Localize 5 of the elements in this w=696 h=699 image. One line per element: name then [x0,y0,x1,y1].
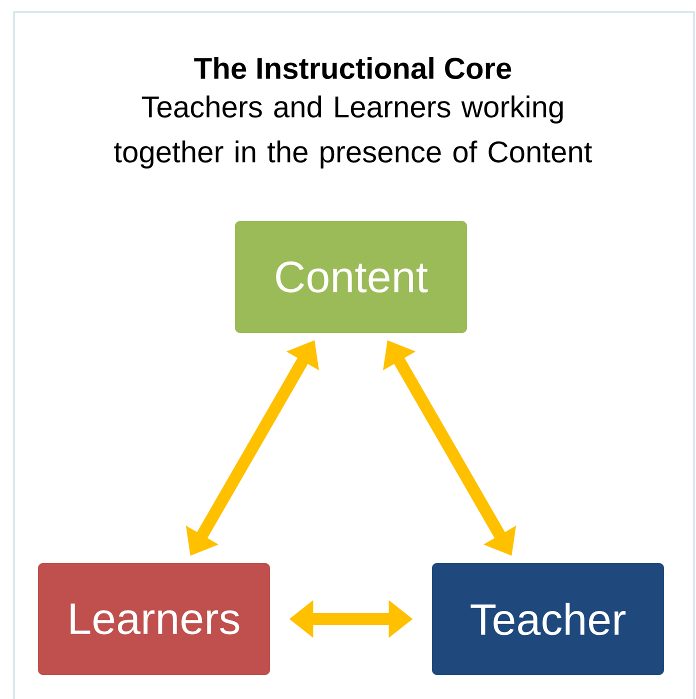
subtitle: Teachers and Learners working together in the presence of Content [114,96,592,168]
concept-box: Teacher [432,563,664,675]
concept-box: Content [235,221,467,333]
title: The Instructional Core [194,57,512,80]
concept-box: Learners [38,563,270,675]
